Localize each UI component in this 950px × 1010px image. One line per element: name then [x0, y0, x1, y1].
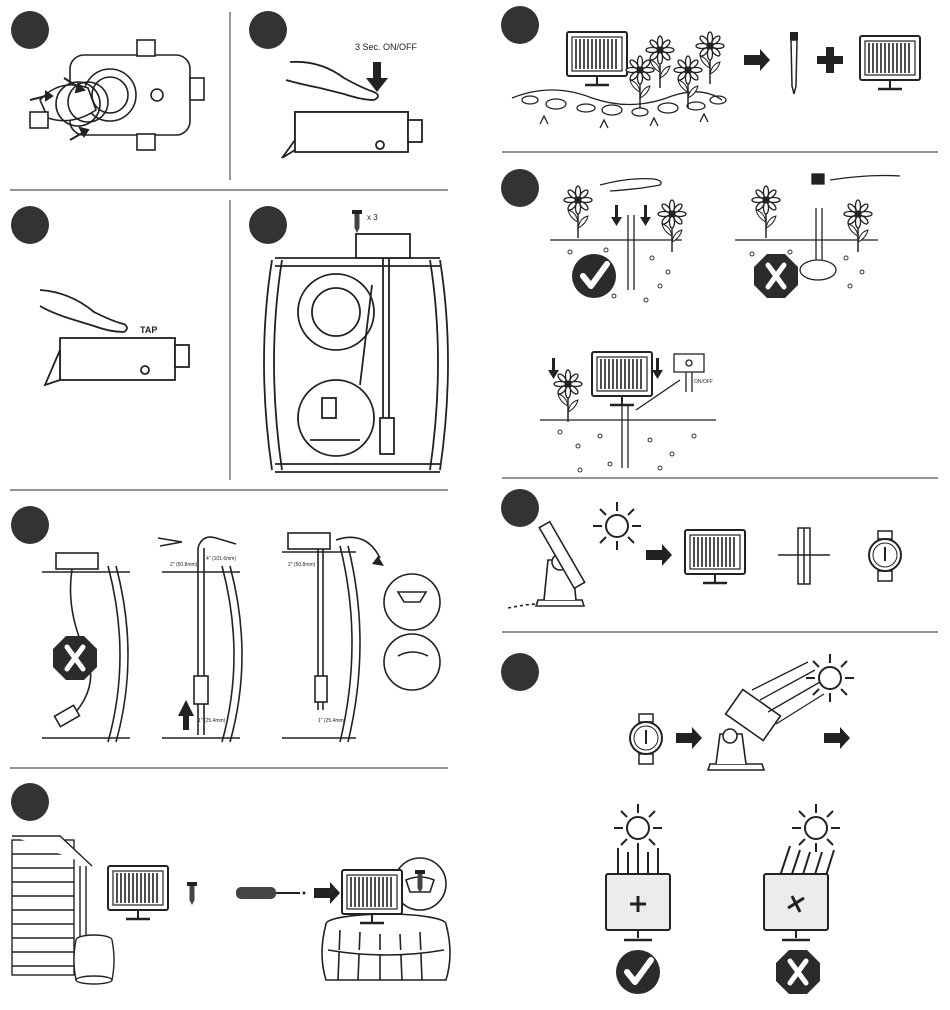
flower-icon — [554, 370, 582, 422]
on-off-label: 3 Sec. ON/OFF — [355, 42, 418, 52]
ground-stake-illustrations — [540, 174, 900, 468]
sun-icon — [806, 654, 854, 702]
arrow-right-icon — [314, 882, 340, 904]
panel-stand-illustration — [508, 522, 585, 608]
pump-assembly-illustration — [30, 40, 204, 150]
power-unit-tap-illustration — [40, 290, 189, 385]
cross-icon — [776, 950, 820, 994]
arrow-right-icon — [824, 727, 850, 749]
measure-in-bottom: 1" (25.4mm) — [318, 718, 346, 724]
garden-illustration — [512, 90, 726, 128]
measure-cut-side: 4" (101.6mm) — [206, 556, 236, 562]
arrow-right-icon — [646, 544, 672, 566]
sun-icon — [593, 502, 641, 550]
crosshair-icon — [778, 528, 830, 584]
measure-in-top: 2" (50.8mm) — [288, 562, 316, 568]
screws-label: x 3 — [367, 213, 378, 222]
house-illustration — [12, 836, 114, 984]
arrow-right-icon — [744, 49, 770, 71]
check-icon — [616, 950, 660, 994]
solar-panel-icon — [685, 530, 745, 583]
screw-icon — [352, 210, 362, 233]
screw-icon — [187, 882, 197, 905]
solar-panel-icon — [764, 874, 828, 940]
on-off-small-label: ON/OFF — [694, 379, 713, 385]
flower-icon — [752, 186, 780, 238]
check-icon — [572, 254, 616, 298]
solar-panel-icon — [860, 36, 920, 89]
flower-icon — [658, 200, 686, 252]
flower-icon — [844, 200, 872, 252]
plus-icon — [817, 47, 843, 73]
solar-panel-icon — [108, 866, 168, 919]
flower-icon — [674, 56, 702, 108]
tap-label: TAP — [140, 325, 157, 335]
press-arrow-icon — [366, 62, 388, 92]
solar-panel-icon — [567, 32, 627, 85]
power-unit-illustration — [282, 62, 422, 158]
measure-cut-bottom: 1" (25.4mm) — [198, 718, 226, 724]
flower-icon — [626, 56, 654, 108]
arrow-icon — [178, 556, 384, 730]
stake-icon — [790, 32, 798, 94]
barrel-section-illustration — [264, 234, 448, 472]
cross-icon — [53, 636, 97, 680]
compass-icon — [869, 531, 901, 581]
cross-icon — [754, 254, 798, 298]
measure-cut-top: 2" (50.8mm) — [170, 562, 198, 568]
arrow-right-icon — [676, 727, 702, 749]
solar-panel-icon — [606, 874, 670, 940]
solar-panel-icon — [592, 352, 652, 405]
compass-icon — [630, 714, 662, 764]
screwdriver-icon — [236, 887, 306, 899]
flower-icon — [696, 32, 724, 84]
sun-icon — [792, 804, 840, 852]
sun-icon — [614, 804, 662, 852]
flower-icon — [564, 186, 592, 238]
